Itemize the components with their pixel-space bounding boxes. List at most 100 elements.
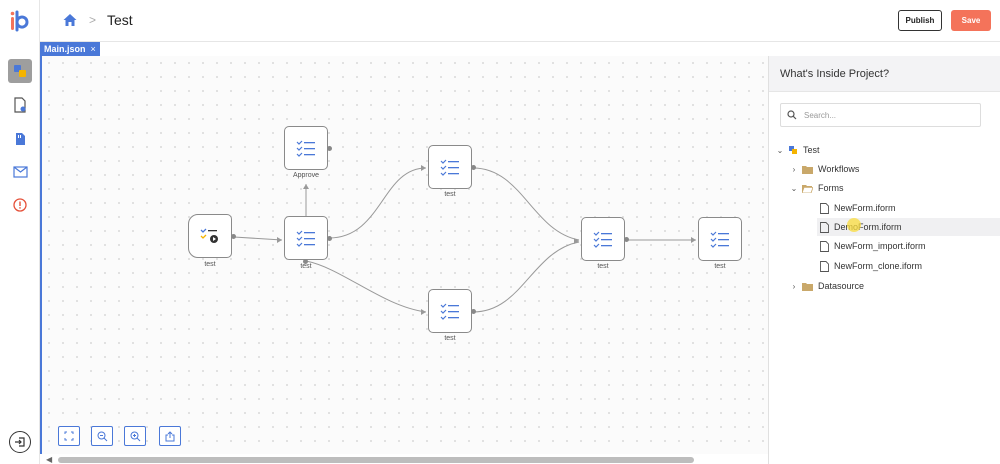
share-icon bbox=[165, 430, 175, 441]
tree-item-file[interactable]: NewForm_import.iform bbox=[817, 237, 995, 255]
tree-label: Workflows bbox=[818, 164, 860, 174]
zoom-out-button[interactable] bbox=[91, 426, 113, 446]
horizontal-scrollbar[interactable] bbox=[58, 457, 694, 463]
file-icon bbox=[820, 260, 829, 272]
home-icon[interactable] bbox=[62, 12, 78, 28]
project-panel: What's Inside Project? ⌄ Test › Workflow… bbox=[768, 56, 1000, 464]
cursor-highlight bbox=[847, 218, 861, 232]
task-list-icon bbox=[593, 231, 612, 248]
task-list-icon bbox=[296, 140, 315, 157]
alert-icon bbox=[13, 198, 27, 212]
tree-item-project[interactable]: ⌄ Test bbox=[775, 141, 995, 159]
flow-node-merge[interactable] bbox=[581, 217, 625, 261]
folder-icon bbox=[802, 282, 813, 291]
tree-label: NewForm_import.iform bbox=[834, 241, 926, 251]
tree-label: Test bbox=[803, 145, 820, 155]
tree-label: Datasource bbox=[818, 281, 865, 291]
tree-label: DemoForm.iform bbox=[834, 222, 902, 232]
panel-title: What's Inside Project? bbox=[780, 68, 890, 80]
tree-label: Forms bbox=[818, 183, 844, 193]
folder-open-icon bbox=[802, 184, 813, 193]
node-label-approve: Approve bbox=[292, 172, 320, 179]
tree-item-forms[interactable]: ⌄ Forms bbox=[789, 179, 995, 197]
fit-view-button[interactable] bbox=[58, 426, 80, 446]
node-label-center: test bbox=[300, 263, 312, 270]
node-label-end: test bbox=[714, 263, 726, 270]
rail-storage-button[interactable] bbox=[8, 127, 32, 151]
tree-label: NewForm.iform bbox=[834, 203, 896, 213]
chevron-right-icon[interactable]: › bbox=[792, 164, 796, 174]
node-label-top: test bbox=[444, 191, 456, 198]
task-list-icon bbox=[296, 230, 315, 247]
breadcrumb-separator: > bbox=[89, 13, 97, 27]
flow-node-start[interactable] bbox=[188, 214, 232, 258]
chevron-right-icon[interactable]: › bbox=[792, 281, 796, 291]
mail-icon bbox=[12, 166, 28, 178]
left-rail bbox=[0, 0, 40, 464]
zoom-out-icon bbox=[97, 431, 107, 441]
port-start-out[interactable] bbox=[231, 234, 236, 239]
flow-node-end[interactable] bbox=[698, 217, 742, 261]
save-button[interactable]: Save bbox=[951, 10, 991, 31]
start-task-icon bbox=[200, 228, 218, 243]
fit-view-icon bbox=[64, 431, 74, 441]
workflow-canvas[interactable]: test Approve test test bbox=[40, 56, 768, 464]
flow-connections bbox=[233, 165, 696, 315]
node-label-bottom: test bbox=[444, 335, 456, 342]
arrow-end bbox=[691, 237, 696, 243]
scroll-left-icon[interactable]: ◀ bbox=[46, 455, 53, 464]
file-icon bbox=[820, 240, 829, 252]
export-button[interactable] bbox=[159, 426, 181, 446]
rail-document-button[interactable] bbox=[8, 93, 32, 117]
file-icon bbox=[820, 221, 829, 233]
port-center-out[interactable] bbox=[327, 236, 332, 241]
port-top-out[interactable] bbox=[471, 165, 476, 170]
port-approve-out[interactable] bbox=[327, 146, 332, 151]
search-icon bbox=[787, 110, 797, 120]
rail-workflow-button[interactable] bbox=[8, 59, 32, 83]
flow-node-top[interactable] bbox=[428, 145, 472, 189]
arrow-merge bbox=[574, 238, 579, 244]
chevron-down-icon[interactable]: ⌄ bbox=[790, 183, 798, 193]
chevron-down-icon[interactable]: ⌄ bbox=[776, 145, 784, 155]
task-list-icon bbox=[440, 159, 459, 176]
zoom-in-icon bbox=[130, 431, 140, 441]
task-list-icon bbox=[440, 303, 459, 320]
port-bottom-out[interactable] bbox=[471, 309, 476, 314]
logout-button[interactable] bbox=[9, 431, 31, 453]
port-merge-out[interactable] bbox=[624, 237, 629, 242]
zoom-in-button[interactable] bbox=[124, 426, 146, 446]
search-input[interactable] bbox=[804, 110, 974, 120]
tree-item-file[interactable]: NewForm.iform bbox=[817, 199, 995, 217]
arrow-bottom bbox=[421, 309, 426, 315]
flow-node-approve[interactable] bbox=[284, 126, 328, 170]
publish-button[interactable]: Publish bbox=[898, 10, 942, 31]
panel-header: What's Inside Project? bbox=[769, 56, 1000, 92]
rail-mail-button[interactable] bbox=[8, 160, 32, 184]
tree-item-datasource[interactable]: › Datasource bbox=[789, 277, 995, 295]
node-label-start: test bbox=[204, 261, 216, 268]
project-icon bbox=[789, 146, 797, 154]
flow-node-bottom[interactable] bbox=[428, 289, 472, 333]
brand-logo-icon bbox=[10, 10, 29, 32]
port-center-bottom[interactable] bbox=[303, 259, 308, 264]
workflow-icon bbox=[14, 65, 26, 77]
tree-item-file[interactable]: DemoForm.iform bbox=[817, 218, 1000, 236]
folder-icon bbox=[802, 165, 813, 174]
task-list-icon bbox=[710, 231, 729, 248]
tree-item-workflows[interactable]: › Workflows bbox=[789, 160, 995, 178]
arrow-top bbox=[421, 165, 426, 171]
search-box[interactable] bbox=[780, 103, 981, 127]
tree-item-file[interactable]: NewForm_clone.iform bbox=[817, 257, 995, 275]
node-label-merge: test bbox=[597, 263, 609, 270]
tab-label: Main.json bbox=[44, 44, 86, 54]
rail-alert-button[interactable] bbox=[8, 193, 32, 217]
flow-node-center[interactable] bbox=[284, 216, 328, 260]
tab-main-json[interactable]: Main.json × bbox=[40, 42, 100, 56]
edge-top-merge bbox=[472, 167, 580, 241]
document-settings-icon bbox=[14, 97, 26, 113]
tab-close-icon[interactable]: × bbox=[90, 44, 96, 54]
edge-bottom-merge bbox=[472, 241, 580, 313]
editor-tabs: Main.json × bbox=[40, 42, 768, 56]
